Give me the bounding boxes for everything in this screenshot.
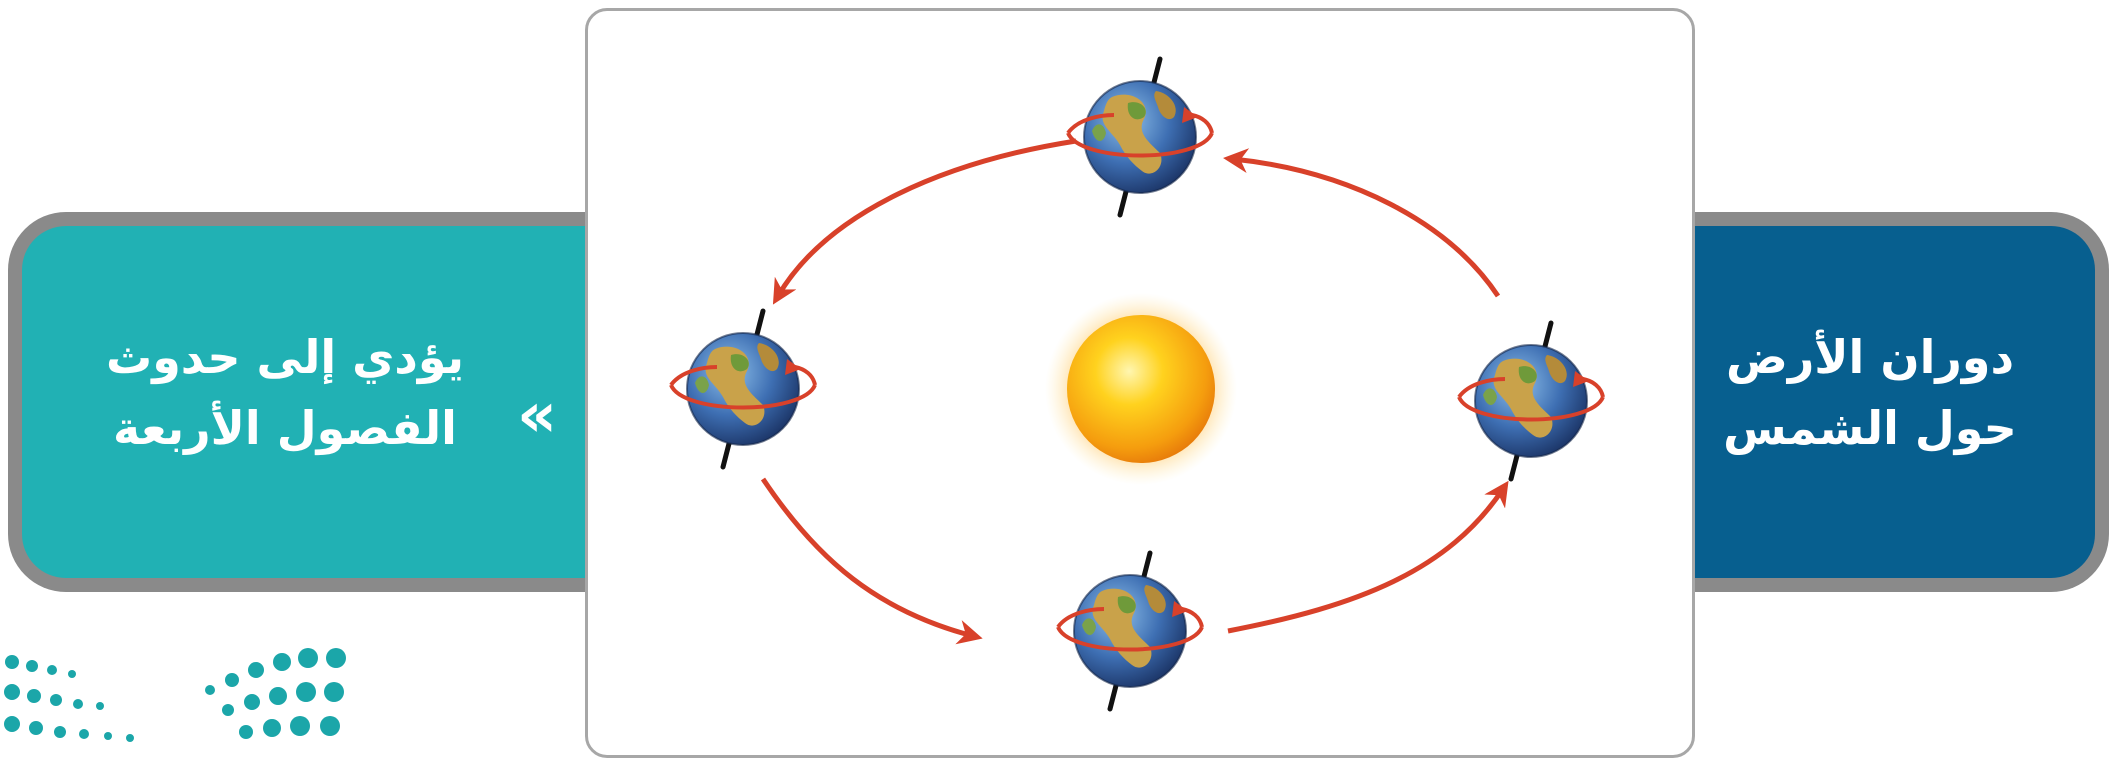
arrow-top-to-left: [772, 138, 1077, 305]
arrow-right-to-top: [1223, 148, 1501, 298]
dotted-logo-icon: [4, 648, 346, 742]
right-box-line-2: حول الشمس: [1723, 401, 2017, 456]
left-box: يؤدي إلى حدوث الفصول الأربعة «: [8, 212, 648, 592]
earth-top-icon: [1068, 59, 1212, 215]
arrow-left-to-bottom: [760, 477, 983, 645]
right-box-line-1: دوران الأرض: [1725, 330, 2015, 384]
left-box-line-2: الفصول الأربعة: [113, 401, 457, 456]
earth-bottom-icon: [1058, 553, 1202, 709]
sun-icon: [1045, 293, 1237, 485]
orbit-diagram: [588, 11, 1692, 755]
arrow-bottom-to-right: [1227, 480, 1509, 634]
right-box-text: دوران الأرض حول الشمس: [1710, 322, 2030, 465]
right-box: دوران الأرض حول الشمس: [1660, 212, 2109, 592]
double-chevron-left-icon: «: [517, 378, 558, 451]
left-box-text: يؤدي إلى حدوث الفصول الأربعة: [80, 322, 490, 465]
earth-left-icon: [671, 311, 815, 467]
left-box-line-1: يؤدي إلى حدوث: [105, 330, 465, 384]
orbit-diagram-panel: [585, 8, 1695, 758]
earth-right-icon: [1459, 323, 1603, 479]
